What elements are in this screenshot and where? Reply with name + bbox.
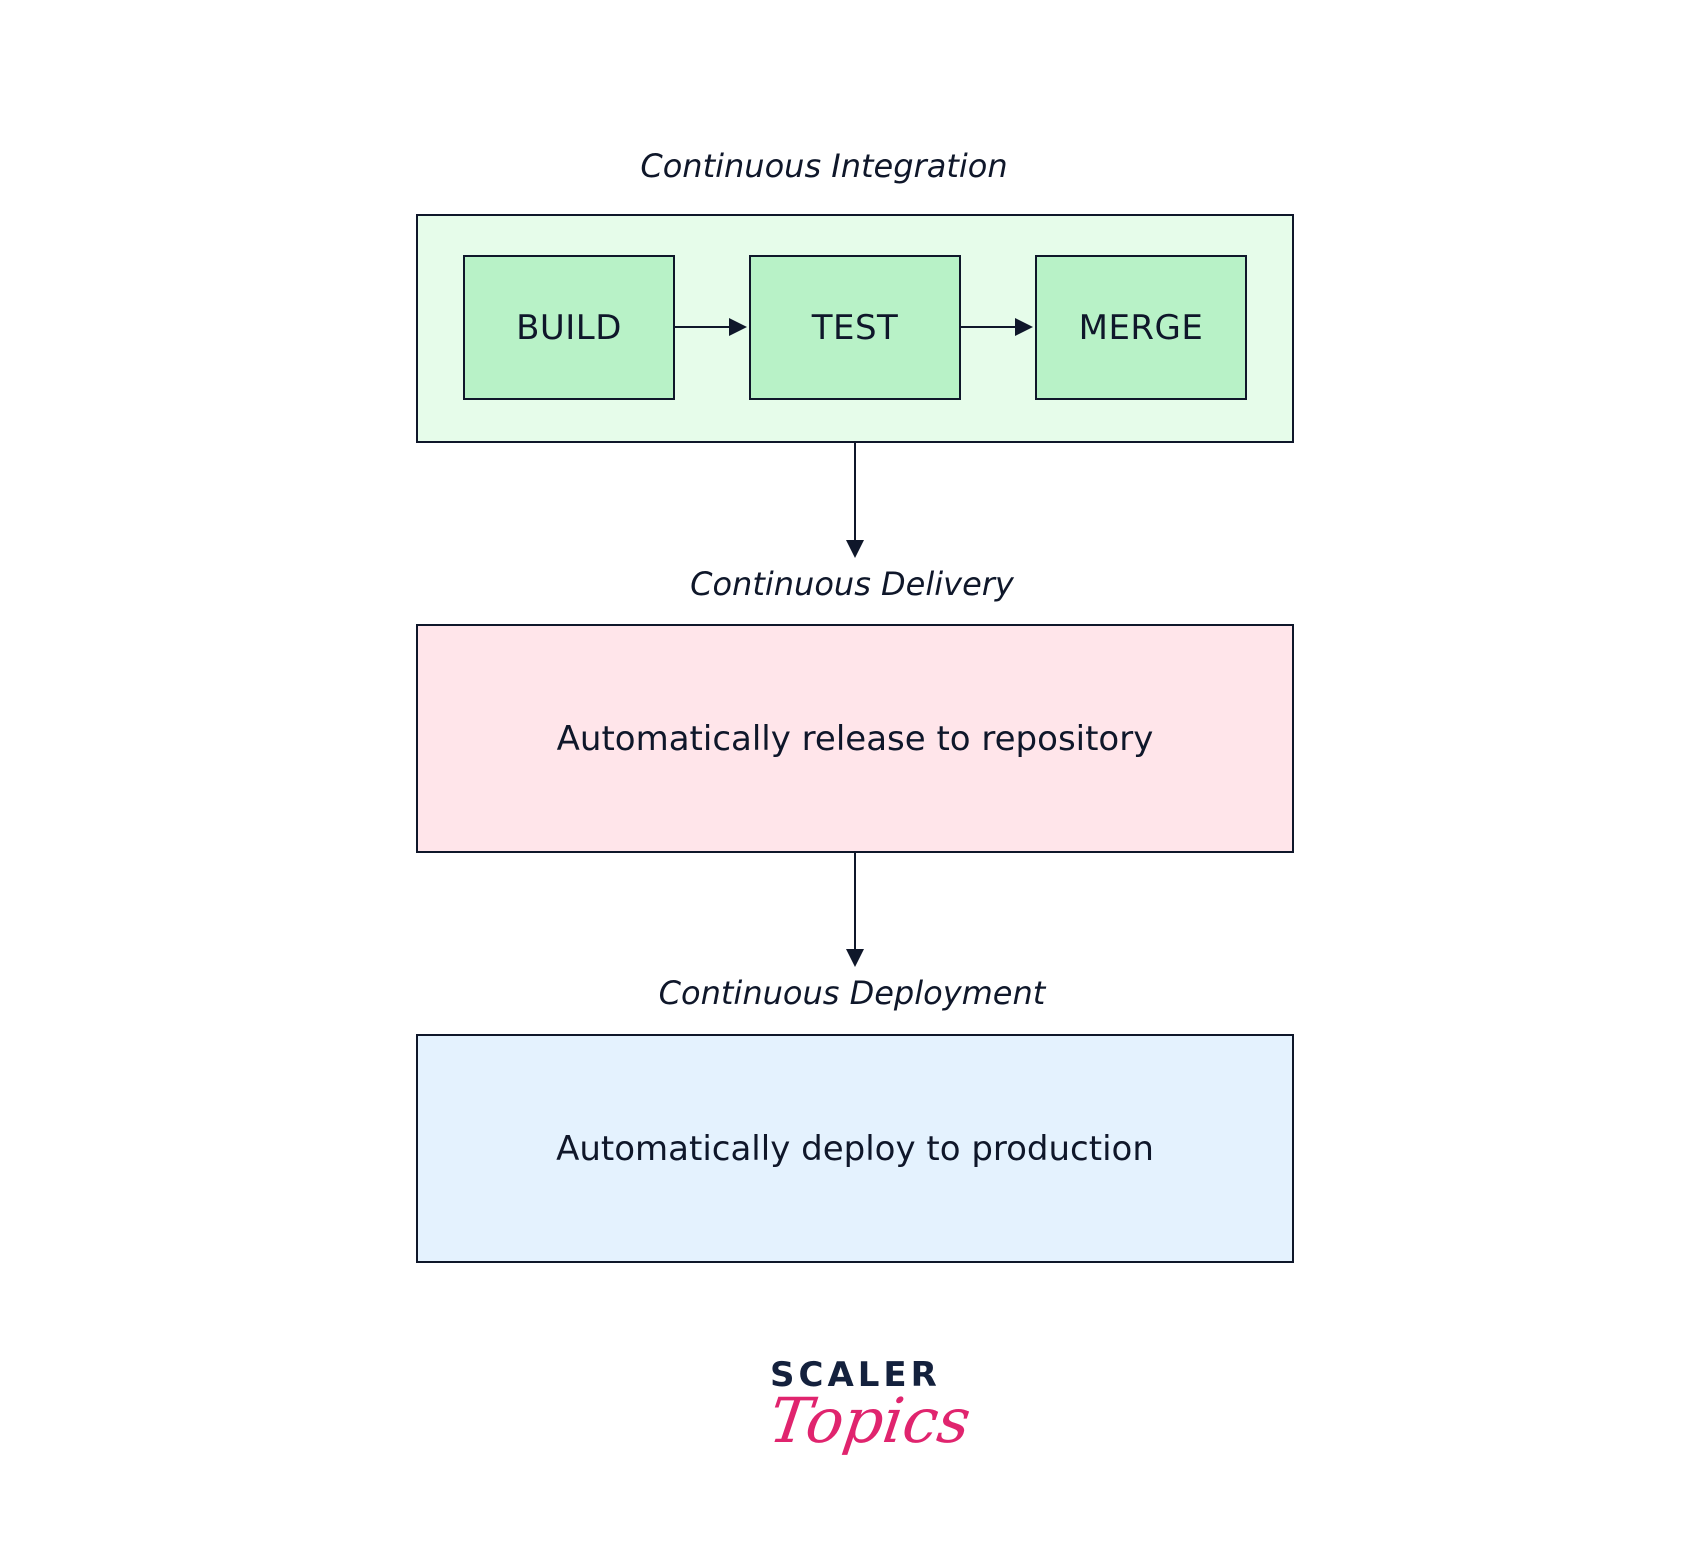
- continuous-deployment-box: Automatically deploy to production: [416, 1034, 1294, 1263]
- build-step-label: BUILD: [516, 307, 622, 348]
- logo-topics-text: Topics: [764, 1384, 976, 1457]
- continuous-delivery-box: Automatically release to repository: [416, 624, 1294, 853]
- integration-to-delivery-arrow: [846, 443, 864, 558]
- test-step-label: TEST: [811, 307, 899, 348]
- delivery-description: Automatically release to repository: [556, 718, 1154, 759]
- scaler-topics-logo: SCALER Topics: [765, 1355, 975, 1488]
- test-step: TEST: [749, 255, 961, 400]
- continuous-delivery-label: Continuous Delivery: [690, 565, 1014, 603]
- merge-step-label: MERGE: [1078, 307, 1204, 348]
- deployment-description: Automatically deploy to production: [556, 1128, 1154, 1169]
- logo-scaler-text: SCALER: [770, 1355, 941, 1395]
- merge-step: MERGE: [1035, 255, 1247, 400]
- continuous-integration-label: Continuous Integration: [640, 147, 1008, 185]
- build-step: BUILD: [463, 255, 675, 400]
- delivery-to-deployment-arrow: [846, 853, 864, 967]
- continuous-deployment-label: Continuous Deployment: [658, 974, 1046, 1012]
